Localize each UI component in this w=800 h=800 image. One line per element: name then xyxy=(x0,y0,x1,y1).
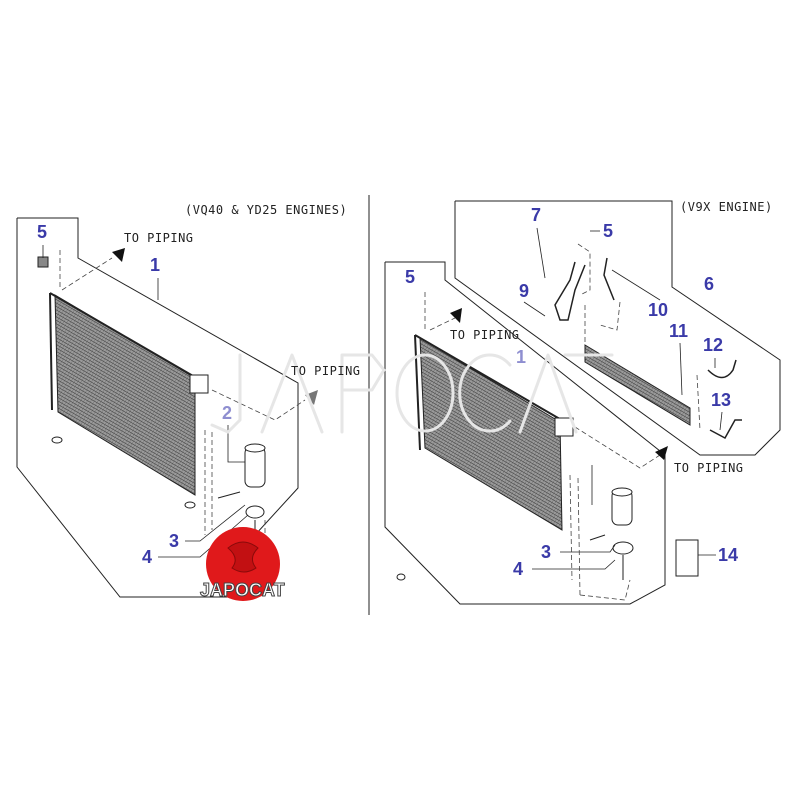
japocat-logo xyxy=(206,527,280,601)
callout-14: 14 xyxy=(718,545,739,565)
bracket-part-9 xyxy=(554,261,586,321)
callout-11: 11 xyxy=(669,321,689,341)
condenser-right xyxy=(396,334,574,581)
callout-3: 3 xyxy=(169,531,180,551)
callout-5-right: 5 xyxy=(405,267,416,287)
callout-5: 5 xyxy=(37,222,48,242)
v9x-kit-outline xyxy=(454,200,781,456)
to-piping-arrow-right-bottom xyxy=(655,446,668,460)
clip-part-5-left xyxy=(37,256,49,268)
to-piping-label-right-left: TO PIPING xyxy=(450,328,520,342)
logo-text: JAPOCAT xyxy=(200,580,286,601)
callout-10: 10 xyxy=(648,300,669,320)
callout-9: 9 xyxy=(519,281,530,301)
bracket-part-14 xyxy=(675,539,699,577)
condenser-left xyxy=(49,292,209,509)
callout-3-right: 3 xyxy=(541,542,552,562)
callout-7: 7 xyxy=(531,205,542,225)
to-piping-label-right-bottom: TO PIPING xyxy=(674,461,744,475)
watermark xyxy=(210,353,614,434)
hose-part-13 xyxy=(709,419,742,440)
receiver-drier-left xyxy=(217,443,266,540)
callout-4-right: 4 xyxy=(513,559,524,579)
to-piping-arrow-left-top xyxy=(112,248,125,262)
oil-cooler-part-11 xyxy=(584,344,691,426)
to-piping-label-left-top: TO PIPING xyxy=(124,231,194,245)
right-assembly-outline xyxy=(384,261,666,605)
to-piping-label-left-right: TO PIPING xyxy=(291,364,361,378)
left-panel-title: (VQ40 & YD25 ENGINES) xyxy=(185,203,348,217)
to-piping-arrow-right-left xyxy=(450,308,462,323)
receiver-drier-right xyxy=(589,487,634,580)
callout-5-v9x: 5 xyxy=(603,221,614,241)
callout-12: 12 xyxy=(703,335,724,355)
callout-2: 2 xyxy=(222,403,233,423)
pipe-part-10 xyxy=(603,257,615,301)
callout-4: 4 xyxy=(142,547,153,567)
callout-1: 1 xyxy=(150,255,161,275)
right-panel-title: (V9X ENGINE) xyxy=(680,200,773,214)
callout-6: 6 xyxy=(704,274,715,294)
callout-1-right: 1 xyxy=(516,347,527,367)
callout-13: 13 xyxy=(711,390,732,410)
pipe-part-12 xyxy=(707,359,737,379)
